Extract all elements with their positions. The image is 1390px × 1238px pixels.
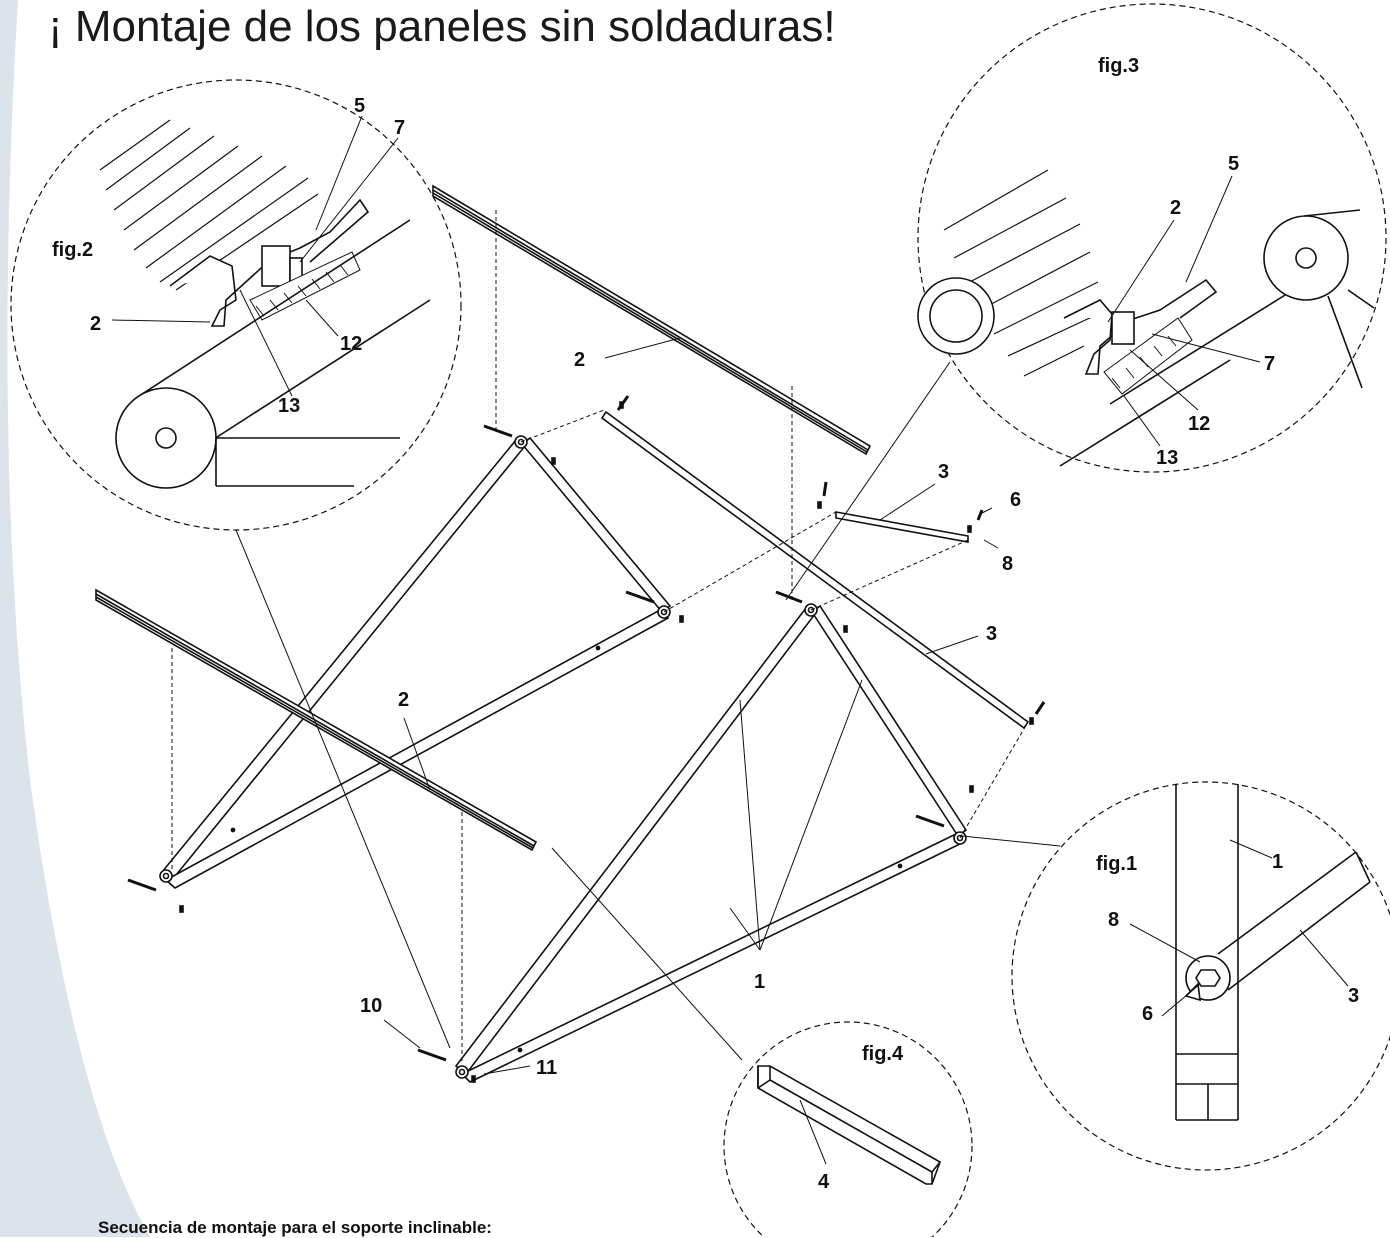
brace-3-short [835, 511, 969, 543]
fig4-detail [723, 1021, 973, 1237]
fig3-detail [917, 3, 1387, 473]
callout-fig2-13: 13 [278, 395, 300, 417]
callout-fig2-12: 12 [340, 333, 362, 355]
fig4-title: fig.4 [862, 1043, 904, 1065]
fig2-detail [10, 79, 462, 531]
callout-fig1-6: 6 [1142, 1003, 1153, 1025]
callout-main-3a: 3 [938, 461, 949, 483]
callout-fig2-5: 5 [354, 95, 365, 117]
callout-fig1-8: 8 [1108, 909, 1119, 931]
main-assembly [95, 184, 1046, 1083]
callout-fig2-2: 2 [90, 313, 101, 335]
fig1-title: fig.1 [1096, 853, 1137, 875]
fig2-title: fig.2 [52, 239, 93, 261]
callout-main-11: 11 [536, 1057, 557, 1079]
callout-main-2b: 2 [398, 689, 409, 711]
callout-fig2-7: 7 [394, 117, 405, 139]
callout-fig3-12: 12 [1188, 413, 1210, 435]
brace-3-long [600, 410, 1030, 730]
assembly-sequence-heading: Secuencia de montaje para el soporte inc… [98, 1218, 492, 1237]
callout-main-3b: 3 [986, 623, 997, 645]
page-title: ¡ Montaje de los paneles sin soldaduras! [48, 2, 836, 51]
callout-fig3-13: 13 [1156, 447, 1178, 469]
callout-main-1: 1 [754, 971, 765, 993]
fig1-detail [1011, 781, 1390, 1171]
fig3-title: fig.3 [1098, 55, 1139, 77]
callout-fig3-5: 5 [1228, 153, 1239, 175]
callout-main-6: 6 [1010, 489, 1021, 511]
callout-main-10: 10 [360, 995, 382, 1017]
rail-2-top [432, 184, 872, 456]
right-frame [454, 603, 968, 1083]
callout-fig1-3: 3 [1348, 985, 1359, 1007]
callout-fig4-4: 4 [818, 1171, 830, 1193]
callout-main-2a: 2 [574, 349, 585, 371]
callout-fig3-7: 7 [1264, 353, 1275, 375]
left-frame [159, 435, 672, 889]
callout-main-8: 8 [1002, 553, 1013, 575]
callout-fig1-1: 1 [1272, 851, 1283, 873]
callout-fig3-2: 2 [1170, 197, 1181, 219]
